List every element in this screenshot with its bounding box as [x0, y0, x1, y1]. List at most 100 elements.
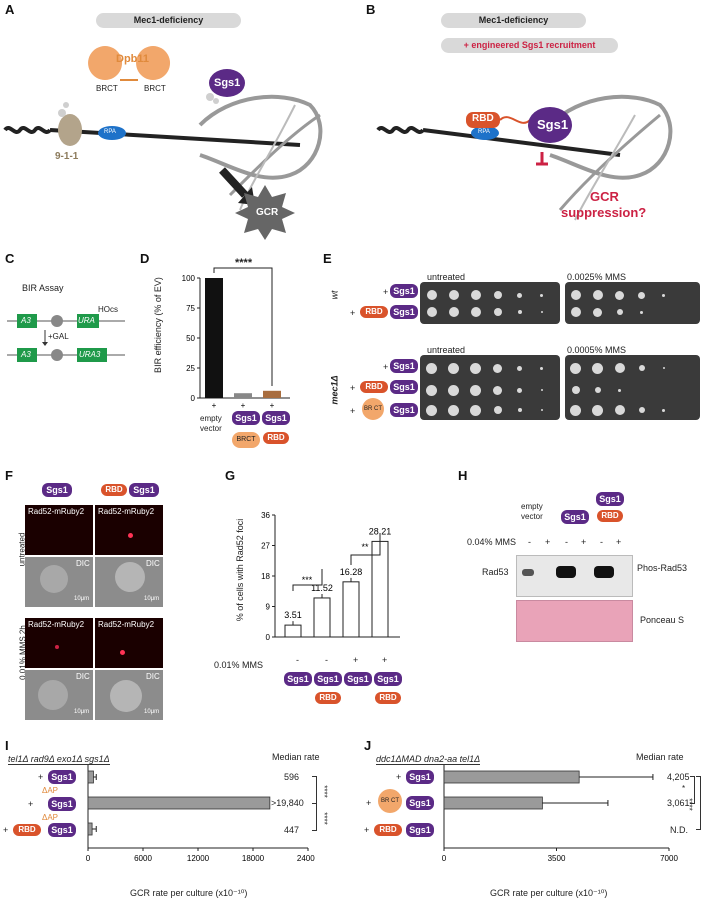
i-bracket	[312, 776, 317, 804]
h-sign-2: +	[545, 537, 551, 547]
g-mms-label: 0.01% MMS	[214, 660, 264, 670]
e-sgs1-3: Sgs1	[390, 359, 418, 373]
panel-d-ylabel: BIR efficiency (% of EV)	[153, 277, 163, 373]
e-plate-wt-mms	[565, 282, 700, 324]
d-sig-bracket	[213, 267, 273, 386]
panel-b-diagram	[376, 94, 673, 221]
i-plus-1: +	[38, 772, 44, 782]
g-ytick-label: 36	[261, 511, 270, 520]
e-plus-5: +	[350, 406, 356, 416]
e-wt-label: wt	[329, 290, 340, 300]
f-scale-4: 10μm	[144, 709, 160, 715]
f-dic-label-1: DIC	[76, 559, 90, 568]
gcr-label-b: GCR	[590, 189, 619, 204]
e-mec1-label: mec1Δ	[329, 375, 340, 405]
e-colony	[470, 404, 481, 416]
panel-h-label: H	[458, 468, 468, 483]
e-colony	[448, 384, 459, 396]
f-rad52-4: Rad52-mRuby2	[98, 620, 155, 629]
e-plus-3: +	[383, 362, 389, 372]
e-sgs1-4: Sgs1	[390, 380, 418, 394]
j-xtick-label: 0	[442, 854, 447, 863]
sgs1-label-a: Sgs1	[214, 77, 241, 89]
h-sign-6: +	[616, 537, 622, 547]
i-value-1: 596	[284, 772, 300, 782]
e-plus-4: +	[350, 383, 356, 393]
j-plus-3: +	[364, 825, 370, 835]
e-colony	[470, 384, 481, 396]
i-xtick-label: 18000	[242, 854, 265, 863]
h-ponceau	[516, 600, 633, 642]
e-colony	[570, 362, 581, 374]
d-ytick-label: 0	[191, 394, 196, 403]
ura-label: URA	[78, 316, 95, 325]
panel-a-diagram	[3, 46, 323, 240]
i-plus-2: +	[28, 799, 34, 809]
e-brct-5: BR CT	[362, 398, 384, 420]
e-untreated-1: untreated	[427, 272, 466, 282]
e-colony	[571, 386, 580, 394]
d-bar	[205, 278, 223, 398]
e-colony	[470, 362, 481, 374]
i-genotype: tel1Δ rad9Δ exo1Δ sgs1Δ	[8, 754, 110, 765]
f-rbd: RBD	[101, 484, 127, 496]
e-colony	[448, 307, 459, 317]
j-bracket	[690, 776, 695, 804]
g-rbd-2: RBD	[315, 692, 341, 704]
panel-j-label: J	[364, 738, 372, 753]
j-rbd-3: RBD	[374, 824, 402, 836]
e-colony	[540, 366, 543, 370]
gcr-rate-chart-i: 06000120001800024000	[86, 765, 315, 863]
e-plate-mec1-mms	[565, 355, 700, 420]
g-sig-2: **	[361, 542, 369, 552]
j-xlabel: GCR rate per culture (x10⁻¹⁰)	[490, 888, 608, 898]
d-plus: +	[212, 401, 217, 410]
e-colony	[517, 387, 522, 393]
j-value-2: 3,061	[667, 798, 690, 808]
j-xtick-label: 7000	[660, 854, 678, 863]
j-bar	[443, 796, 543, 810]
g-sign-2: -	[325, 655, 328, 665]
g-sign-1: -	[296, 655, 299, 665]
e-colony	[426, 384, 437, 396]
h-sign-5: -	[600, 537, 603, 547]
e-colony	[517, 292, 522, 298]
panel-a-label: A	[5, 2, 15, 17]
gal-label: +GAL	[48, 332, 69, 341]
e-plus-1: +	[383, 287, 389, 297]
f-focus-3	[55, 645, 59, 649]
e-colony	[470, 290, 481, 300]
e-colony	[426, 404, 437, 416]
e-colony	[638, 291, 645, 299]
g-sgs1-2: Sgs1	[314, 672, 342, 686]
rpa-icon	[98, 126, 126, 140]
i-xtick-label: 12000	[187, 854, 210, 863]
d-plus: +	[270, 401, 275, 410]
g-bar	[284, 624, 302, 638]
i-dap-3: ΔAP	[42, 813, 59, 822]
i-xtick-label: 24000	[297, 854, 315, 863]
i-xtick-label: 0	[86, 854, 91, 863]
sgs1-icon	[209, 69, 245, 97]
j-brct-2: BR CT	[378, 789, 402, 813]
g-value-label: 28.21	[369, 526, 392, 536]
e-colony	[592, 362, 603, 374]
h-ev-l1: empty	[521, 502, 543, 511]
e-colony	[493, 363, 502, 373]
f-scale-3: 10μm	[74, 709, 90, 715]
dpb11-label: Dpb11	[116, 53, 150, 65]
e-sgs1-1: Sgs1	[390, 284, 418, 298]
e-colony	[470, 307, 481, 317]
h-phos-label: Phos-Rad53	[637, 563, 688, 573]
dpb11-icon	[88, 46, 171, 81]
h-mms-label: 0.04% MMS	[467, 537, 517, 547]
e-sgs1-5: Sgs1	[390, 403, 418, 417]
rpa-label-b: RPA	[478, 129, 490, 135]
i-sgs1-2: Sgs1	[48, 797, 76, 811]
f-dic-label-2: DIC	[146, 559, 160, 568]
h-rad53-label: Rad53	[482, 567, 509, 577]
j-value-1: 4,205	[667, 772, 690, 782]
f-cell-1	[40, 565, 68, 593]
